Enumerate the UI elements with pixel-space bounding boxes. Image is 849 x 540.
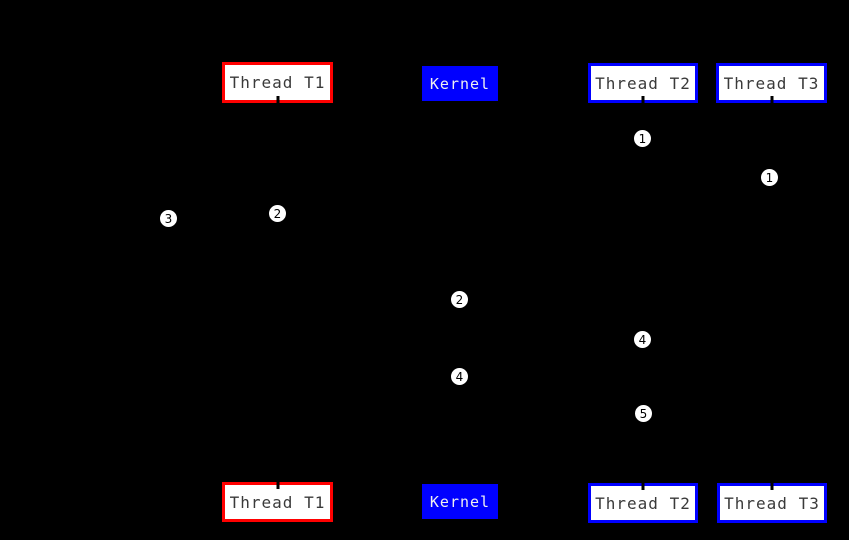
step-marker-4-kernel: 4: [450, 367, 469, 386]
lifeline-box-kernel-bottom: Kernel: [422, 484, 498, 519]
lifeline-box-kernel-top: Kernel: [422, 66, 498, 101]
step-marker-5-thread-t2: 5: [634, 404, 653, 423]
step-marker-4-thread-t2: 4: [633, 330, 652, 349]
step-marker-1-thread-t2: 1: [633, 129, 652, 148]
lifeline-box-thread-t3-bottom: Thread T3: [717, 483, 827, 523]
step-marker-3-left: 3: [159, 209, 178, 228]
lifeline-box-thread-t1-top: Thread T1: [222, 62, 333, 103]
step-marker-1-thread-t3: 1: [760, 168, 779, 187]
lifeline-box-thread-t2-top: Thread T2: [588, 63, 698, 103]
step-marker-2-kernel: 2: [450, 290, 469, 309]
step-marker-2-thread-t1: 2: [268, 204, 287, 223]
lifeline-box-thread-t1-bottom: Thread T1: [222, 482, 333, 522]
lifeline-box-thread-t2-bottom: Thread T2: [588, 483, 698, 523]
lifeline-box-thread-t3-top: Thread T3: [716, 63, 827, 103]
